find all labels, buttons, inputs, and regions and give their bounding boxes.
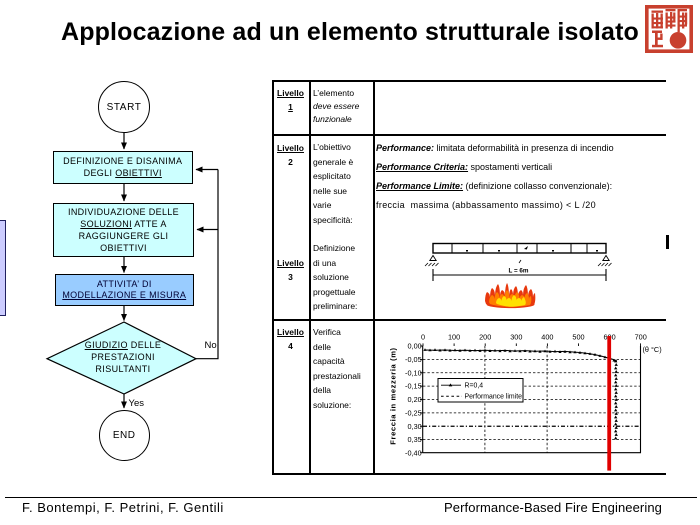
svg-text:L = 6m: L = 6m [508, 267, 528, 274]
svg-text:300: 300 [510, 333, 522, 342]
svg-text:0: 0 [421, 333, 425, 342]
svg-text:0,00: 0,00 [407, 342, 421, 351]
svg-text:700: 700 [635, 333, 647, 342]
svg-text:-0,40: -0,40 [405, 449, 422, 458]
svg-text:-0,10: -0,10 [405, 368, 422, 377]
svg-text:-0,25: -0,25 [405, 409, 422, 418]
svg-text:-0,05: -0,05 [405, 355, 422, 364]
svg-text:-0,15: -0,15 [405, 382, 422, 391]
svg-text:0,20: 0,20 [407, 395, 421, 404]
svg-text:R=0,4: R=0,4 [465, 383, 484, 390]
svg-text:200: 200 [479, 333, 491, 342]
svg-text:400: 400 [541, 333, 553, 342]
svg-text:100: 100 [448, 333, 460, 342]
svg-text:0,30: 0,30 [407, 422, 421, 431]
svg-text:0,35: 0,35 [407, 435, 421, 444]
svg-text:Performance limite: Performance limite [465, 394, 523, 401]
svg-text:Freccia in mezzeria (m): Freccia in mezzeria (m) [389, 347, 398, 444]
svg-text:(θ °C): (θ °C) [643, 345, 662, 354]
svg-text:500: 500 [572, 333, 584, 342]
